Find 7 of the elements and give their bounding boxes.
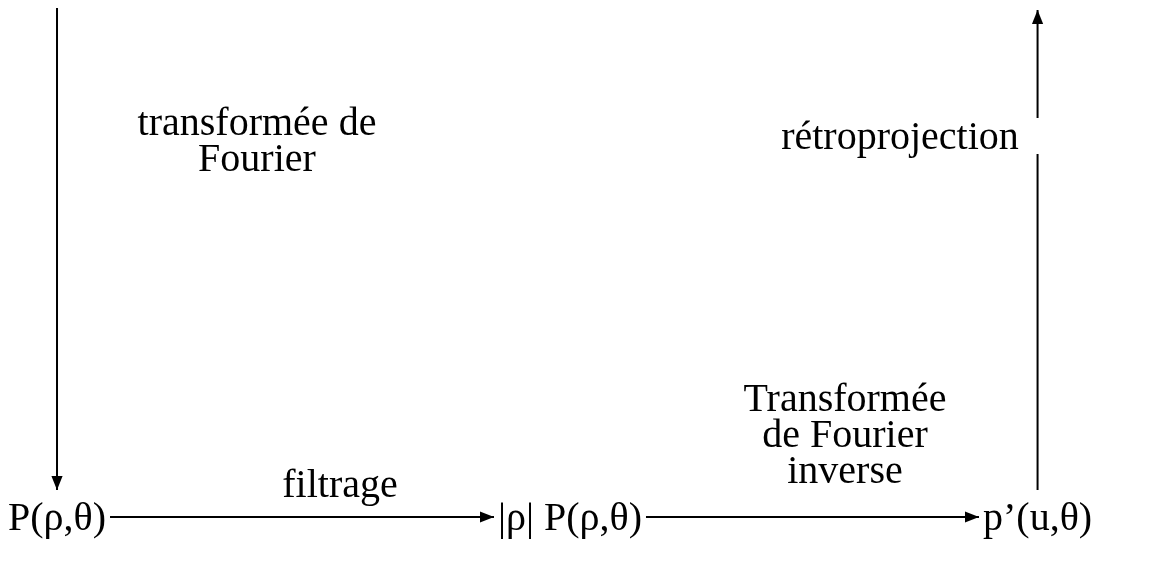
formula-text: p’(u,θ): [983, 494, 1093, 540]
arrow: [1031, 9, 1044, 491]
arrow: [51, 7, 63, 491]
arrow: [645, 511, 980, 523]
formula-text: P(ρ,θ): [8, 494, 106, 540]
arrow: [109, 511, 495, 523]
formula-text: |ρ| P(ρ,θ): [498, 494, 642, 540]
